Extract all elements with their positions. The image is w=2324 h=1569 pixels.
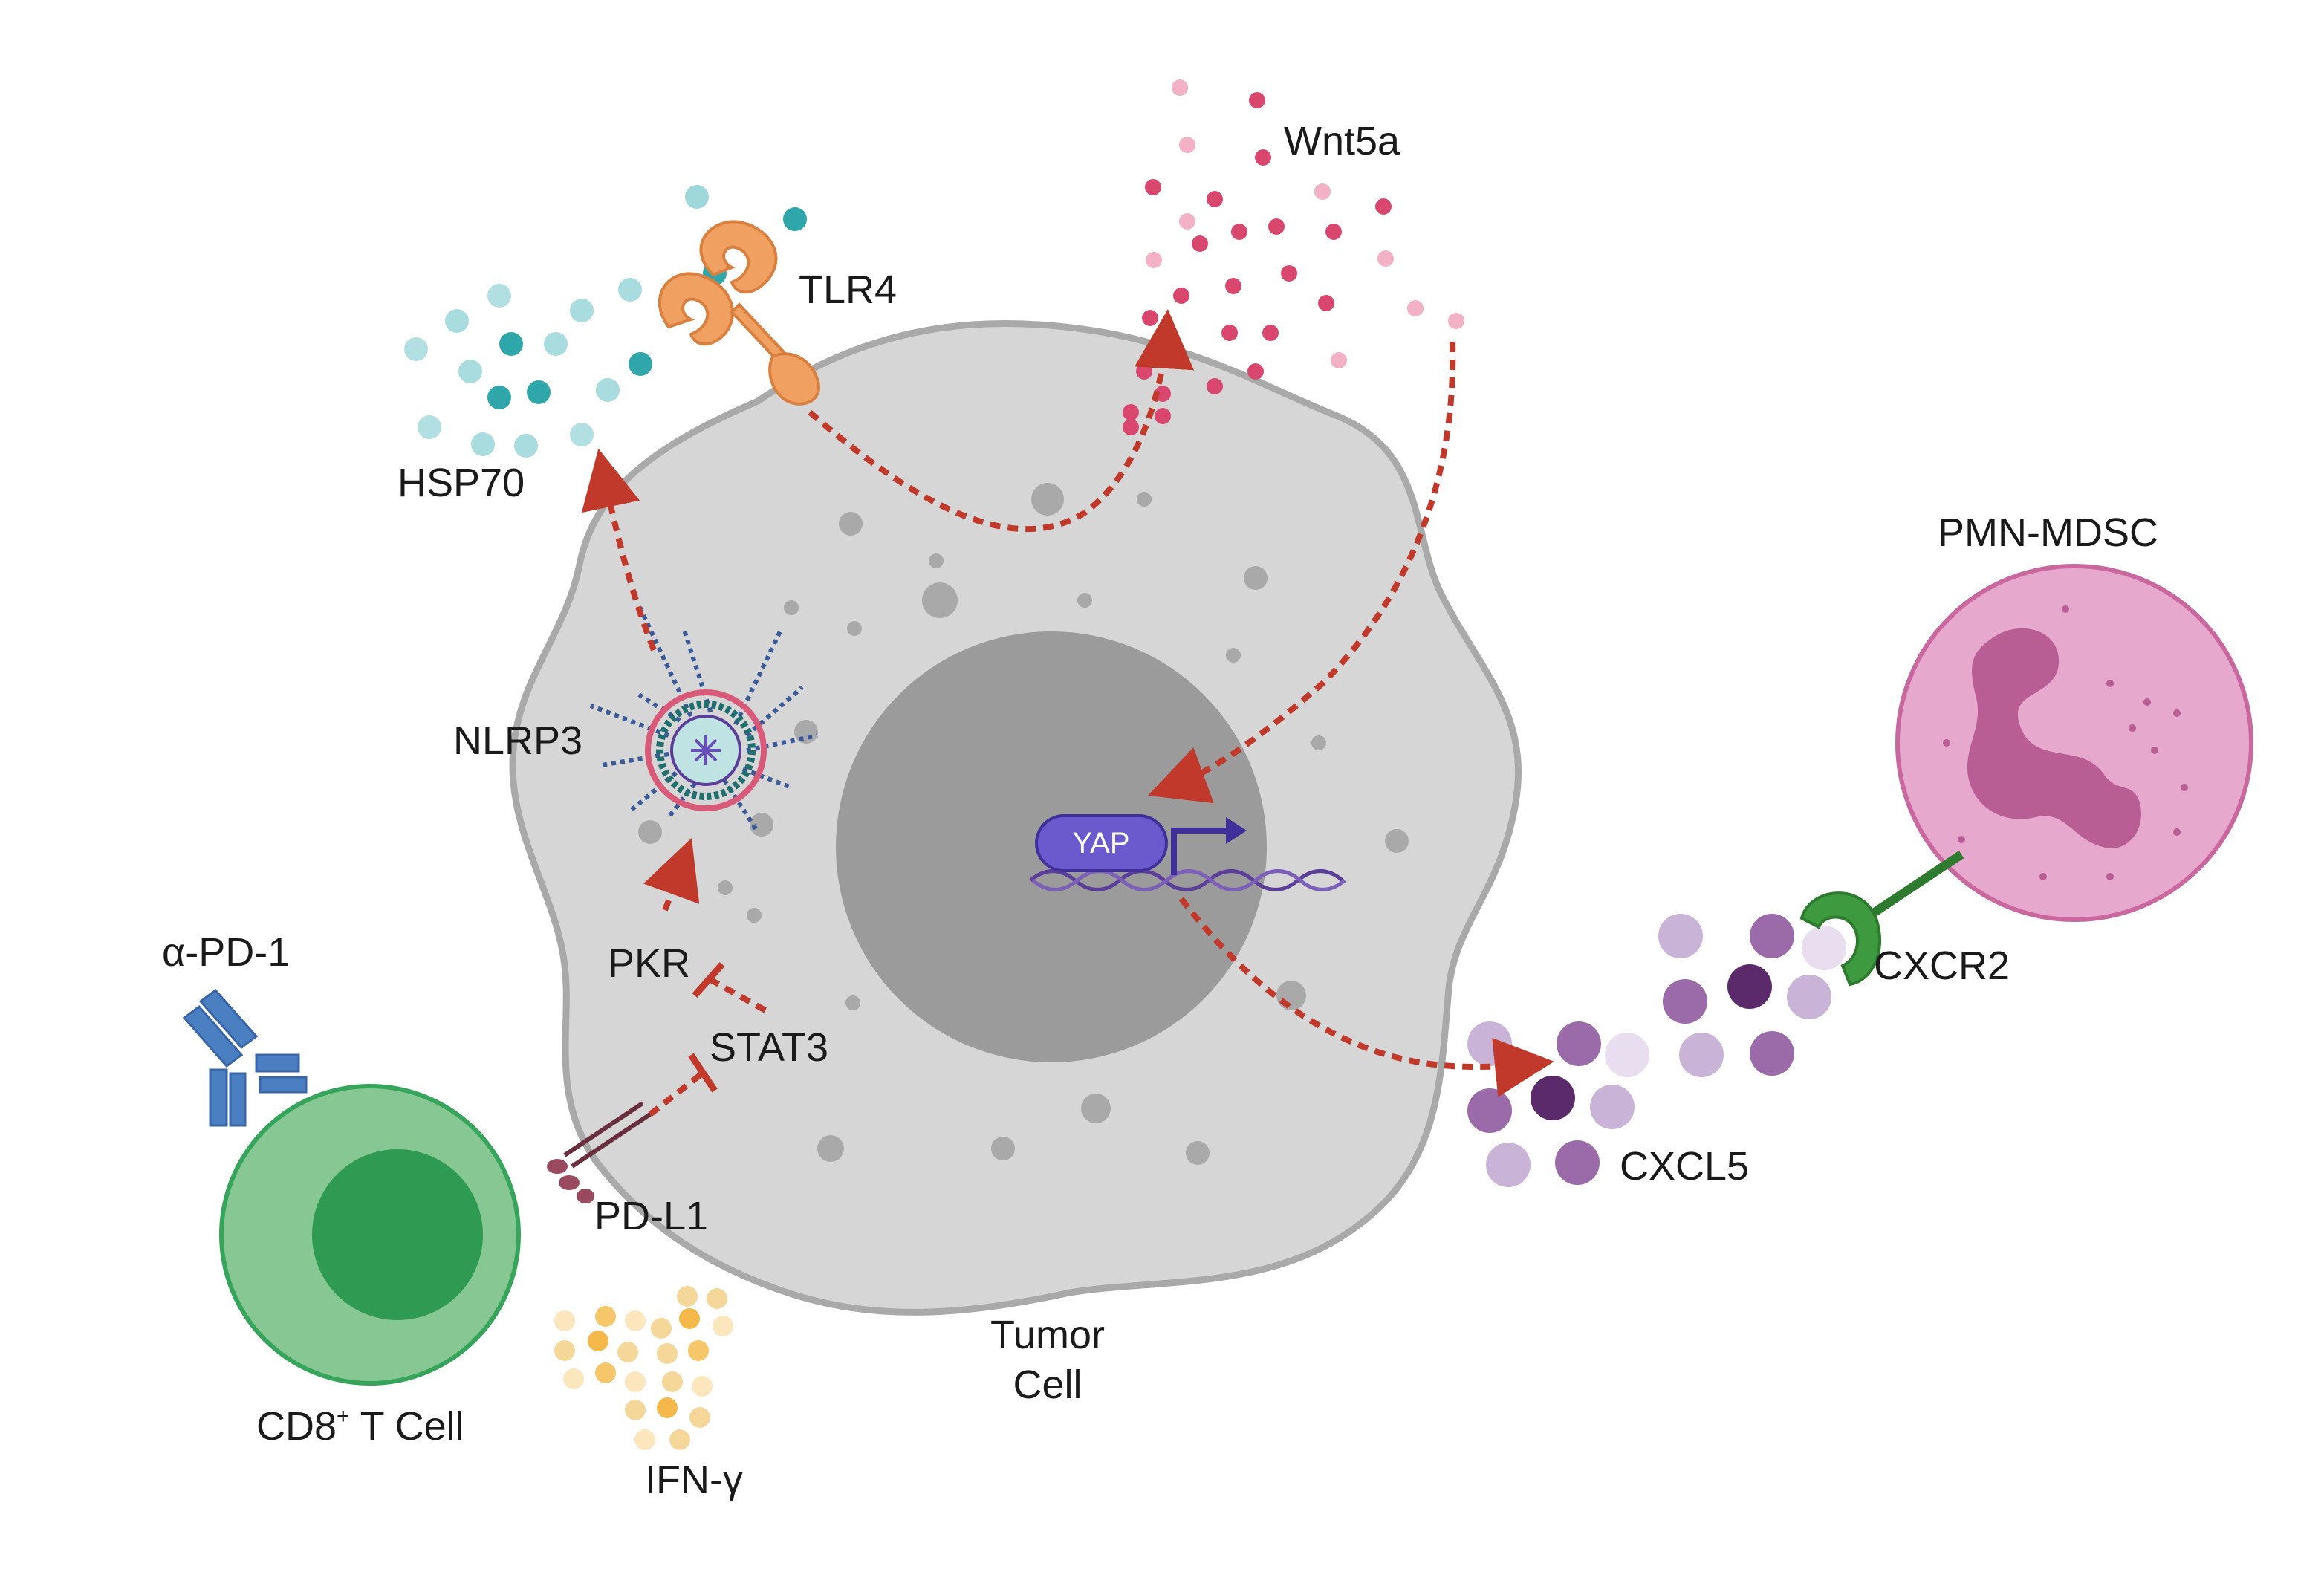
label-wnt5a: Wnt5a (1284, 119, 1400, 163)
label-pkr: PKR (608, 941, 690, 986)
transcription-arrow-icon (1171, 828, 1226, 875)
cytoplasm-granules (638, 483, 1409, 1165)
cxcl5-particles (1467, 914, 1846, 1187)
label-tumor-line2: Cell (1013, 1362, 1082, 1407)
label-nlrp3: NLRP3 (453, 718, 582, 763)
antibody-icon (182, 988, 308, 1127)
inhibition-pdl1-stat3 (648, 1071, 704, 1117)
yap-transcription: YAP (1029, 814, 1346, 891)
arrow-tlr4-to-wnt5a (808, 309, 1194, 533)
hsp70-particles (404, 185, 807, 458)
label-tumor-line1: Tumor (990, 1313, 1105, 1357)
label-cxcr2: CXCR2 (1874, 943, 2010, 988)
pathway-arrows (581, 309, 1554, 1117)
arrow-nlrp3-to-hsp70 (581, 448, 657, 652)
nlrp3-inflammasome (589, 604, 818, 834)
label-hsp70: HSP70 (397, 461, 525, 505)
arrow-wnt5a-to-yap (1147, 341, 1456, 804)
cxcr2-receptor (1799, 851, 1964, 987)
ifng-particles (554, 1286, 733, 1450)
label-apd1: α-PD-1 (162, 930, 290, 975)
label-pdl1: PD-L1 (594, 1194, 708, 1238)
pdl1-protein (547, 1101, 652, 1203)
mdsc-nucleus (1967, 628, 2141, 848)
label-cxcl5: CXCL5 (1620, 1144, 1749, 1189)
label-pmn-mdsc: PMN-MDSC (1938, 510, 2158, 555)
pmn-mdsc-cell (1895, 564, 2253, 922)
label-stat3: STAT3 (710, 1025, 828, 1070)
inhibition-bar-stat3 (688, 1053, 718, 1093)
inhibition-bar-pkr (692, 962, 725, 998)
arrow-pkr-to-nlrp3 (643, 837, 700, 912)
label-tlr4: TLR4 (799, 267, 897, 312)
yap-label: YAP (1072, 827, 1129, 860)
label-cd8-t-cell: CD8+ T Cell (256, 1404, 464, 1449)
yap-protein (1035, 814, 1168, 872)
cd8-t-cell (219, 1084, 521, 1386)
tlr4-receptor (658, 220, 820, 406)
dna-strand (1029, 869, 1344, 891)
arrow-yap-to-cxcl5 (1178, 897, 1554, 1097)
label-ifng: IFN-γ (645, 1458, 743, 1502)
